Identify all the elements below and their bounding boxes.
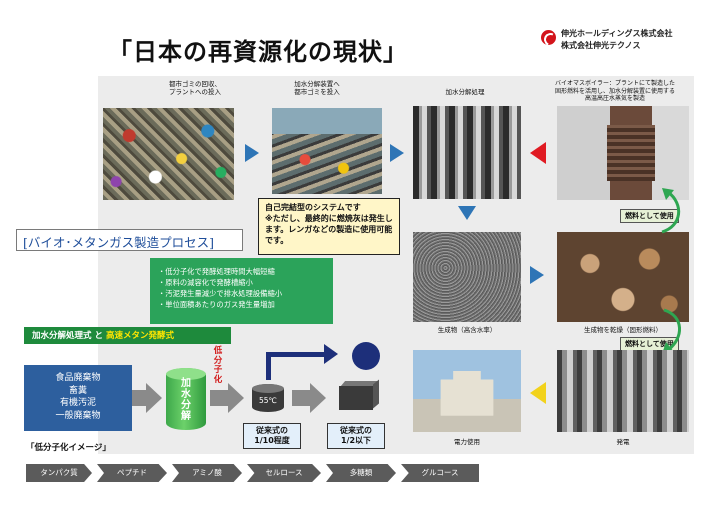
method-part2: 高速メタン発酵式 (105, 331, 174, 341)
step1-caption: 都市ゴミの回収、 プラントへの投入 (169, 80, 221, 96)
power-use-caption: 電力使用 (454, 438, 480, 446)
arrow-shaft (210, 390, 228, 406)
benefit-item: ・原料の減容化で発酵槽縮小 (158, 278, 253, 287)
benefit-item: ・低分子化で発酵処理時間大幅短縮 (158, 267, 275, 276)
residue-cube-icon (339, 386, 373, 410)
arrow-right-icon (310, 383, 326, 413)
curved-arrow-icon (662, 308, 681, 354)
product-photo (413, 232, 521, 322)
arrow-right-icon (228, 383, 244, 413)
arrow-left-icon (530, 382, 546, 404)
temperature-label: 55℃ (259, 396, 277, 405)
benefit-item: ・汚泥発生量減少で排水処理設備縮小 (158, 289, 283, 298)
arrow-right-icon (245, 144, 259, 162)
navy-arrow-shaft (266, 352, 326, 357)
arrow-shaft (132, 390, 146, 406)
compare-time-label: 従来式の 1/10程度 (243, 423, 301, 449)
arrow-right-icon (324, 344, 338, 364)
chain-step: タンパク質 (26, 464, 92, 482)
waste-types-box: 食品廃棄物 畜糞 有機汚泥 一般廃棄物 (24, 365, 132, 431)
step4-caption: バイオマスボイラー：プラントにて製造した 固形燃料を活用し、加水分解装置に使用す… (554, 80, 675, 102)
power-generation-photo (557, 350, 689, 432)
hydrolysis-machine-photo (413, 106, 521, 199)
arrow-right-icon (390, 144, 404, 162)
product-caption: 生成物（高含水率） (437, 326, 497, 334)
chain-step: 多糖類 (326, 464, 396, 482)
image-label: 「低分子化イメージ」 (26, 443, 111, 453)
chain-step: グルコース (401, 464, 479, 482)
arrow-shaft (292, 390, 310, 406)
chain-step: ペプチド (97, 464, 167, 482)
biomass-boiler-photo (557, 106, 689, 200)
compare-size-label: 従来式の 1/2以下 (327, 423, 385, 449)
conveyor-photo (272, 108, 382, 194)
navy-arrow-shaft (266, 352, 271, 380)
solid-fuel-photo (557, 232, 689, 322)
power-use-photo (413, 350, 521, 432)
hydrolysis-cylinder: 加 水 分 解 (166, 368, 206, 430)
reactor-cylinder: 55℃ (252, 384, 284, 412)
arrow-left-icon (530, 142, 546, 164)
arrow-right-icon (146, 383, 162, 413)
curved-arrow-icon (661, 188, 680, 234)
company-name-1: 伸光ホールディングス株式会社 (561, 29, 673, 38)
method-bar: 加水分解処理式 と 高速メタン発酵式 (24, 327, 231, 344)
benefit-item: ・単位面積あたりのガス発生量増加 (158, 300, 275, 309)
methane-ball-icon (352, 342, 380, 370)
method-joiner: と (91, 331, 106, 341)
bio-methane-title: [バイオ･メタンガス製造プロセス] (16, 229, 243, 251)
low-molecular-label: 低分子化 (213, 346, 223, 385)
company-logo-icon (541, 30, 556, 45)
dried-caption: 生成物を乾燥（固形燃料） (584, 326, 662, 334)
page-title: 「日本の再資源化の現状」 (108, 37, 408, 66)
power-gen-caption: 発電 (616, 438, 630, 446)
arrow-right-icon (530, 266, 544, 284)
chain-step: セルロース (247, 464, 321, 482)
benefits-box: ・低分子化で発酵処理時間大幅短縮 ・原料の減容化で発酵槽縮小 ・汚泥発生量減少で… (150, 258, 333, 324)
waste-type: 一般廃棄物 (55, 410, 101, 421)
waste-type: 食品廃棄物 (55, 373, 101, 383)
chain-step: アミノ酸 (172, 464, 242, 482)
step2-caption: 加水分解装置へ 都市ゴミを投入 (294, 80, 340, 96)
arrow-down-icon (458, 206, 476, 220)
company-name-2: 株式会社伸光テクノス (561, 41, 641, 50)
garbage-collection-photo (103, 108, 234, 200)
cylinder-label: 加 水 分 解 (181, 378, 191, 422)
waste-type: 畜糞 (68, 385, 87, 396)
self-contained-note: 自己完結型のシステムです ※ただし、最終的に燃焼灰は発生します。レンガなどの製造… (258, 198, 400, 255)
step3-caption: 加水分解処理 (445, 88, 485, 96)
waste-type: 有機汚泥 (59, 398, 96, 408)
method-part1: 加水分解処理式 (32, 331, 92, 341)
